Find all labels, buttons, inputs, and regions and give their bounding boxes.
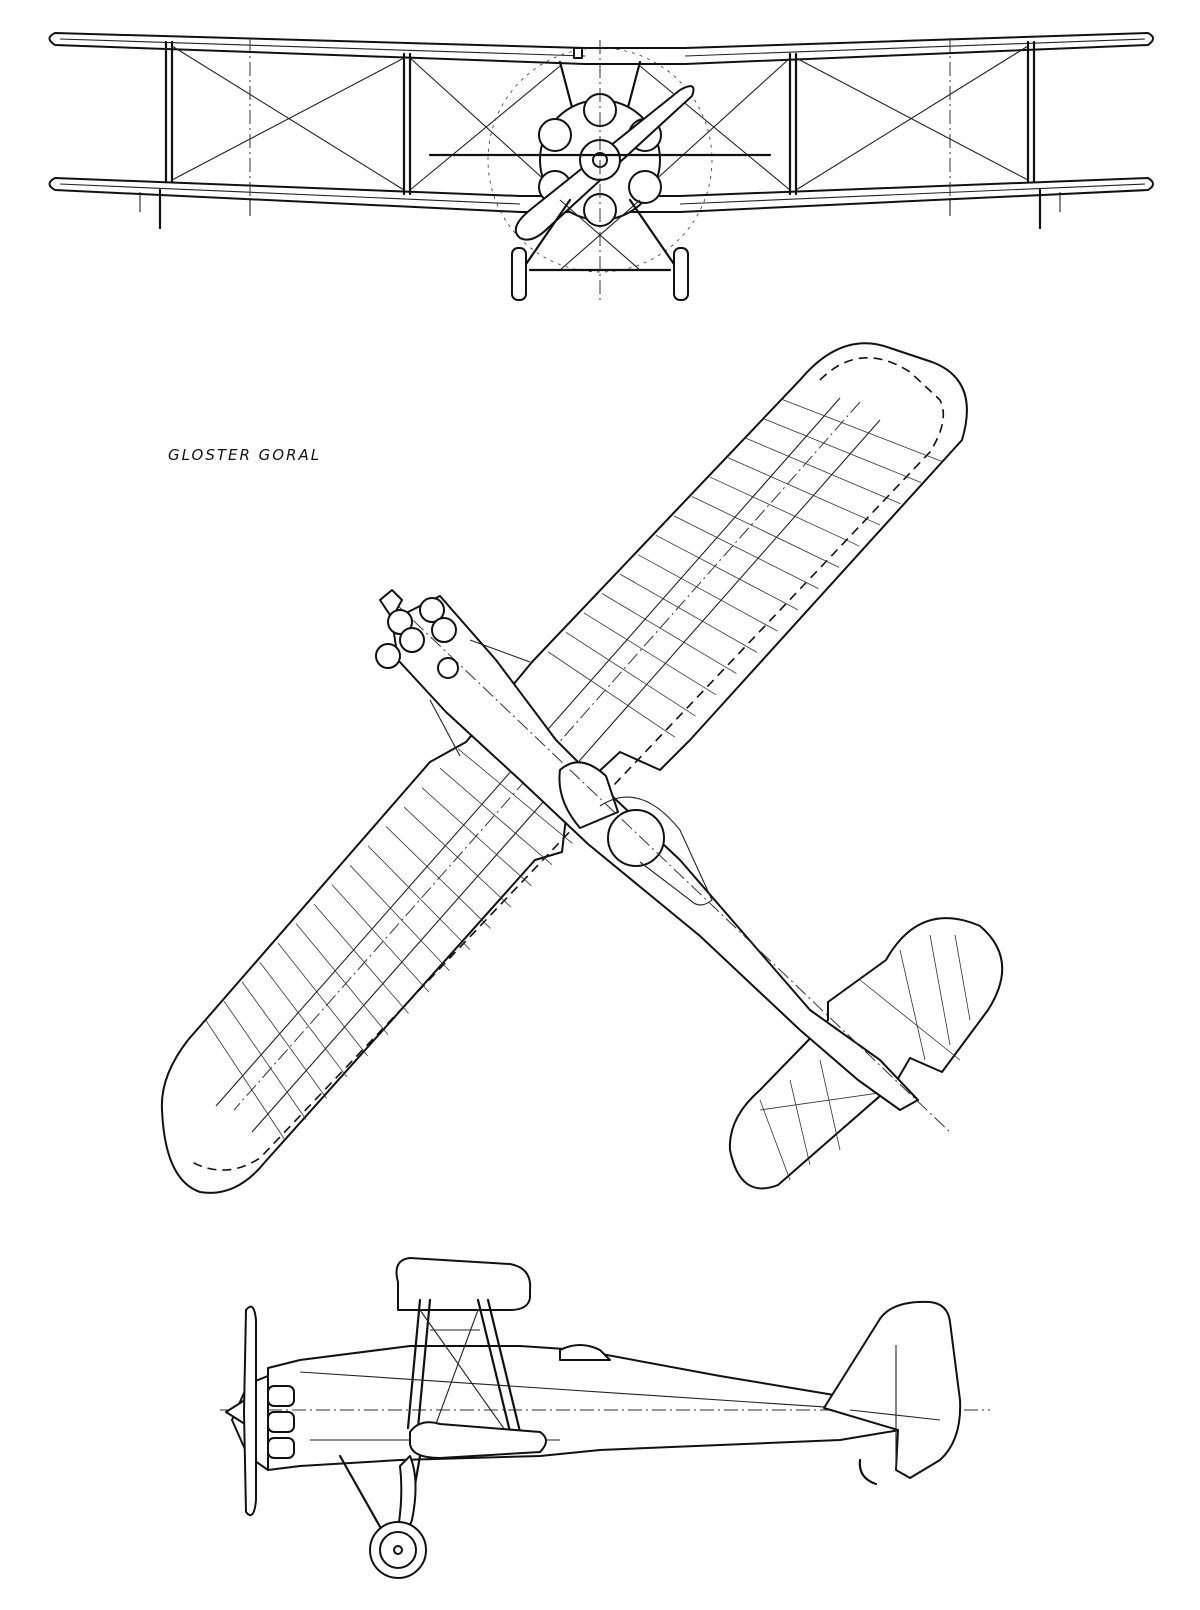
wing-rib	[637, 554, 778, 632]
wing-rib	[709, 476, 860, 547]
wing-rib	[385, 826, 491, 929]
wing-rib	[403, 806, 512, 908]
side-struts	[406, 1298, 524, 1442]
side-upper-wing	[395, 1257, 532, 1311]
wing-rib	[583, 612, 717, 696]
side-engine	[225, 1305, 295, 1516]
front-upper-wing	[48, 32, 1154, 65]
side-fin-rudder	[823, 1300, 962, 1479]
side-view	[220, 1257, 990, 1579]
plan-view	[160, 342, 1004, 1194]
wing-rib	[241, 981, 327, 1099]
wing-rib	[673, 515, 819, 590]
wing-rib	[223, 1000, 307, 1120]
side-lower-wing	[409, 1421, 547, 1459]
wing-rib	[547, 651, 676, 738]
plan-wing-ribs	[205, 399, 942, 1141]
wing-rib	[691, 496, 840, 568]
wing-rib	[349, 865, 450, 972]
wing-rib	[439, 767, 553, 866]
front-bracing	[171, 38, 1029, 200]
wing-rib	[457, 748, 573, 844]
side-undercarriage	[338, 1454, 878, 1579]
wing-rib	[763, 418, 922, 483]
front-undercarriage	[511, 40, 689, 301]
plan-engine	[375, 589, 459, 679]
wing-rib	[331, 884, 430, 993]
wing-rib	[421, 787, 532, 887]
wing-rib	[295, 923, 389, 1035]
wing-rib	[727, 457, 881, 526]
wing-rib	[205, 1020, 286, 1141]
front-view	[48, 32, 1154, 301]
wing-rib	[619, 573, 758, 653]
plan-fuselage	[391, 595, 953, 1135]
wing-rib	[313, 903, 409, 1014]
wing-rib	[565, 632, 696, 717]
wing-rib	[601, 593, 737, 674]
wing-rib	[655, 534, 799, 611]
wing-rib	[259, 962, 348, 1078]
wing-rib	[745, 437, 901, 505]
wing-rib	[781, 399, 942, 462]
wing-rib	[277, 942, 368, 1057]
wing-rib	[367, 845, 471, 950]
drawing-title: GLOSTER GORAL	[168, 446, 322, 464]
